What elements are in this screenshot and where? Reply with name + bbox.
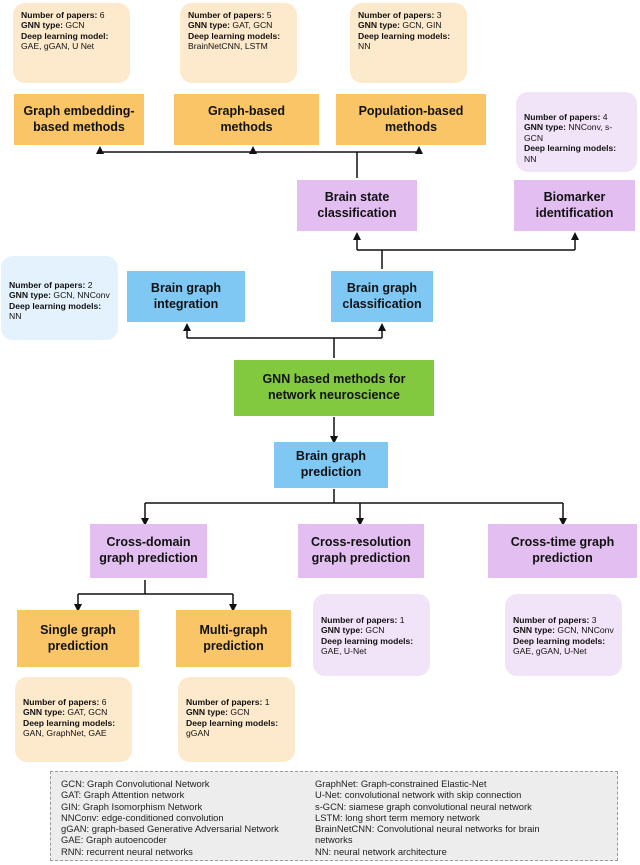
node-graph-embedding-methods: Graph embedding- based methods (14, 94, 144, 145)
info-cross-resolution: Number of papers: 1 GNN type: GCN Deep l… (313, 594, 430, 676)
info-multi-graph: Number of papers: 1 GNN type: GCN Deep l… (178, 677, 295, 762)
abbreviation-legend: GCN: Graph Convolutional Network GAT: Gr… (50, 771, 618, 861)
legend-entry: gGAN: graph-based Generative Adversarial… (61, 823, 279, 835)
info-cross-time: Number of papers: 3 GNN type: GCN, NNCon… (505, 594, 622, 676)
legend-entry: GCN: Graph Convolutional Network (61, 778, 210, 789)
legend-right-column: GraphNet: Graph-constrained Elastic-Net … (315, 778, 540, 857)
legend-entry: BrainNetCNN: Convolutional neural networ… (315, 823, 540, 835)
node-cross-time-prediction: Cross-time graph prediction (488, 524, 637, 578)
legend-left-column: GCN: Graph Convolutional Network GAT: Gr… (61, 778, 279, 857)
legend-entry: NNConv: edge-conditioned convolution (61, 811, 224, 823)
legend-entry: U-Net: convolutional network with skip c… (315, 789, 522, 801)
node-multi-graph-prediction: Multi-graph prediction (176, 610, 291, 667)
node-graph-based-methods: Graph-based methods (174, 94, 319, 145)
node-root-gnn-methods: GNN based methods for network neuroscien… (234, 360, 434, 416)
node-cross-resolution-prediction: Cross-resolution graph prediction (298, 524, 424, 578)
legend-entry: GAT: Graph Attention network (61, 789, 185, 801)
node-cross-domain-prediction: Cross-domain graph prediction (90, 524, 207, 578)
info-graph-embedding: Number of papers: 6 GNN type: GCN Deep l… (13, 3, 130, 83)
node-biomarker-identification: Biomarker identification (514, 180, 635, 231)
info-population-based: Number of papers: 3 GNN type: GCN, GIN D… (350, 3, 467, 83)
legend-entry: GraphNet: Graph-constrained Elastic-Net (315, 778, 487, 789)
legend-entry: GAE: Graph autoencoder (61, 834, 167, 846)
legend-entry: s-GCN: siamese graph convolutional neura… (315, 800, 532, 812)
info-single-graph: Number of papers: 6 GNN type: GAT, GCN D… (15, 677, 132, 762)
info-brain-graph-integration: Number of papers: 2 GNN type: GCN, NNCon… (1, 256, 118, 340)
legend-entry: networks (315, 834, 353, 846)
legend-entry: GIN: Graph Isomorphism Network (61, 800, 203, 812)
legend-entry: RNN: recurrent neural networks (61, 845, 193, 857)
legend-entry: LSTM: long short term memory network (315, 811, 480, 823)
node-single-graph-prediction: Single graph prediction (17, 610, 139, 667)
node-brain-graph-classification: Brain graph classification (331, 271, 433, 322)
legend-entry: NN: neural network architecture (315, 845, 447, 857)
node-brain-graph-prediction: Brain graph prediction (274, 442, 388, 488)
info-graph-based: Number of papers: 5 GNN type: GAT, GCN D… (180, 3, 297, 83)
node-brain-state-classification: Brain state classification (297, 180, 417, 231)
node-population-based-methods: Population-based methods (336, 94, 486, 145)
node-brain-graph-integration: Brain graph integration (127, 271, 245, 322)
info-biomarker: Number of papers: 4 GNN type: NNConv, s-… (516, 92, 637, 172)
